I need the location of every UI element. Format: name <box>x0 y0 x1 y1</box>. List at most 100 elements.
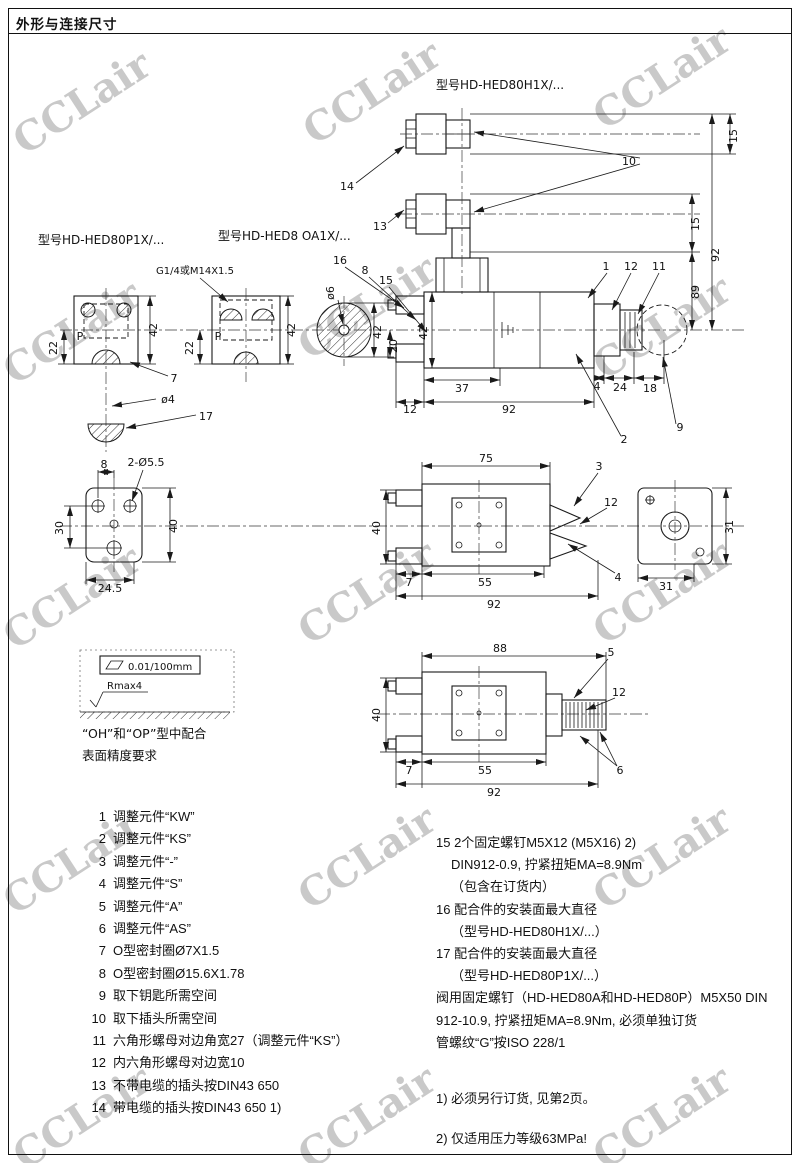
dim-30: 30 <box>53 521 66 535</box>
part-number: 12 <box>91 1055 106 1071</box>
leader-8: 8 <box>362 264 369 277</box>
note-line: 16 配合件的安装面最大直径 <box>436 901 598 917</box>
part-item: 13 不带电缆的插头按DIN43 650 <box>84 1075 348 1097</box>
dim-4: 4 <box>594 380 601 393</box>
part-number: 11 <box>92 1033 107 1049</box>
aview: 型号HD-HED8 OA1X/... G1/4或M14X1.5 P 42 22 <box>156 229 351 382</box>
dim-89: 89 <box>689 285 702 299</box>
note-line: DIN912-0.9, 拧紧扭矩MA=8.9Nm <box>451 857 643 873</box>
note-line: 管螺纹“G”按ISO 228/1 <box>436 1034 566 1050</box>
leader-12-front: 12 <box>604 496 618 509</box>
note-line: 15 2个固定螺钉M5X12 (M5X16) 2) <box>436 835 637 850</box>
dim-92-third: 92 <box>487 786 501 799</box>
leader-9: 9 <box>677 421 684 434</box>
dim-40-mount: 40 <box>167 519 180 533</box>
dim-42-pview: 42 <box>147 323 160 337</box>
part-text: 带电缆的插头按DIN43 650 1) <box>113 1100 282 1116</box>
dim-8-mount: 8 <box>101 458 108 471</box>
dim-12-main: 12 <box>403 403 417 416</box>
leader-13: 13 <box>373 220 387 233</box>
part-text: 调整元件“AS” <box>113 921 192 937</box>
dim-22-aview: 22 <box>183 341 196 355</box>
part-number: 4 <box>98 876 106 892</box>
part-item: 11 六角形螺母对边角宽27（调整元件“KS”） <box>84 1030 349 1052</box>
part-number: 1 <box>98 809 106 824</box>
dim-22-pview: 22 <box>47 341 60 355</box>
dim-15-upper: 15 <box>727 129 740 143</box>
mating-surface-circle: 42 20 ø6 <box>316 286 400 366</box>
note-line: 阀用固定螺钉（HD-HED80A和HD-HED80P）M5X50 DIN <box>436 990 768 1006</box>
finish-note-line1: “OH”和“OP”型中配合 <box>82 726 207 741</box>
dim-20: 20 <box>387 339 400 353</box>
part-number: 2 <box>98 831 106 847</box>
part-number: 3 <box>98 853 106 869</box>
dim-24-5: 24.5 <box>98 582 123 595</box>
note-line: （型号HD-HED80P1X/...） <box>451 968 608 984</box>
dim-55-third: 55 <box>478 764 492 777</box>
port-label-p: P <box>77 330 84 343</box>
mounting-face-view: 8 2-Ø5.5 30 40 24.5 <box>53 456 180 595</box>
leader-16: 16 <box>333 254 347 267</box>
dim-42-main: 42 <box>417 326 430 340</box>
part-number: 13 <box>91 1077 106 1093</box>
dim-92-top: 92 <box>709 248 722 262</box>
model-label-a1x: 型号HD-HED8 OA1X/... <box>218 229 351 243</box>
flatness-tolerance: 0.01/100mm <box>128 662 192 673</box>
note-line: 912-10.9, 拧紧扭矩MA=8.9Nm, 必须单独订货 <box>436 1012 698 1028</box>
leader-17: 17 <box>199 410 213 423</box>
dim-75: 75 <box>479 452 493 465</box>
leader-7: 7 <box>171 372 178 385</box>
leader-10: 10 <box>622 155 636 168</box>
leader-15: 15 <box>379 274 393 287</box>
leader-5: 5 <box>608 646 615 659</box>
thread-label: G1/4或M14X1.5 <box>156 265 234 277</box>
dim-31-vertical: 31 <box>723 520 736 534</box>
part-text: 调整元件“KW” <box>113 809 195 824</box>
part-item: 9 取下钥匙所需空间 <box>84 985 348 1007</box>
dim-7-front: 7 <box>406 576 413 589</box>
dim-phi4: ø4 <box>161 393 175 406</box>
note-line: （包含在订货内） <box>451 879 556 895</box>
part-text: 调整元件“-” <box>113 853 178 869</box>
part-text: 不带电缆的插头按DIN43 650 <box>113 1077 280 1093</box>
leader-11: 11 <box>652 260 666 273</box>
dim-7-third: 7 <box>406 764 413 777</box>
part-text: 六角形螺母对边角宽27（调整元件“KS”） <box>113 1033 349 1049</box>
top-view: 型号HD-HED80H1X/... 15 92 <box>340 78 740 330</box>
surface-finish-block: 0.01/100mm Rmax4 “OH”和“OP”型中配合 表面精度要求 <box>79 649 235 763</box>
part-number: 5 <box>98 898 106 914</box>
dim-31-horizontal: 31 <box>659 580 673 593</box>
note-line: 17 配合件的安装面最大直径 <box>436 946 598 962</box>
dim-55-front: 55 <box>478 576 492 589</box>
main-side-view: 16 8 15 1 12 11 42 37 4 24 <box>333 254 688 446</box>
part-item: 5 调整元件“A” <box>84 896 348 918</box>
part-item: 1 调整元件“KW” <box>84 806 348 828</box>
dim-92-front: 92 <box>487 598 501 611</box>
part-text: O型密封圈Ø15.6X1.78 <box>113 965 245 981</box>
dim-2xphi5-5: 2-Ø5.5 <box>127 456 164 469</box>
page-title: 外形与连接尺寸 <box>16 17 118 32</box>
part-text: 调整元件“A” <box>113 898 183 914</box>
dim-42-aview: 42 <box>285 323 298 337</box>
dim-42-circle: 42 <box>371 325 384 339</box>
dim-92-main: 92 <box>502 403 516 416</box>
front-view: 3 12 4 75 40 7 55 92 <box>370 452 622 611</box>
part-text: 取下钥匙所需空间 <box>113 988 218 1004</box>
part-number: 10 <box>91 1010 106 1026</box>
parts-list-right: 15 2个固定螺钉M5X12 (M5X16) 2) DIN912-0.9, 拧紧… <box>436 832 768 1054</box>
part-number: 9 <box>98 988 106 1004</box>
dim-37: 37 <box>455 382 469 395</box>
third-view: 5 12 6 88 40 7 55 92 <box>370 642 626 799</box>
model-label-h1x: 型号HD-HED80H1X/... <box>436 78 564 92</box>
end-view: 31 31 <box>637 480 736 593</box>
header: 外形与连接尺寸 <box>8 8 792 34</box>
